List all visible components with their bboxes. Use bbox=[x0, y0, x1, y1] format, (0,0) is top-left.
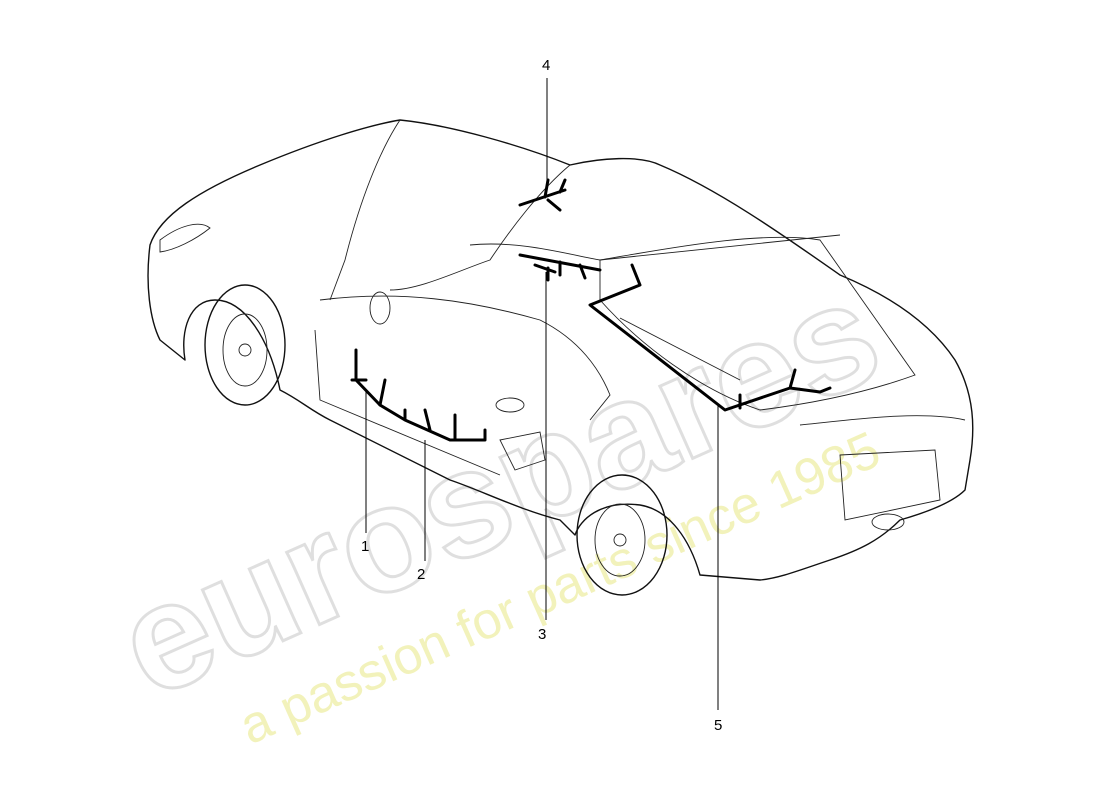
harness-1 bbox=[350, 348, 387, 407]
callout-4: 4 bbox=[542, 57, 550, 74]
harness-3 bbox=[518, 253, 602, 282]
watermark: eurospares a passion for parts since 198… bbox=[93, 245, 903, 756]
harness-5 bbox=[588, 263, 832, 412]
car-outline bbox=[147, 119, 974, 596]
harness-2 bbox=[378, 403, 487, 442]
callout-3: 3 bbox=[538, 626, 546, 643]
callout-1: 1 bbox=[361, 538, 369, 555]
callout-2: 2 bbox=[417, 566, 425, 583]
harness-4 bbox=[518, 178, 567, 212]
callout-5: 5 bbox=[714, 717, 722, 734]
